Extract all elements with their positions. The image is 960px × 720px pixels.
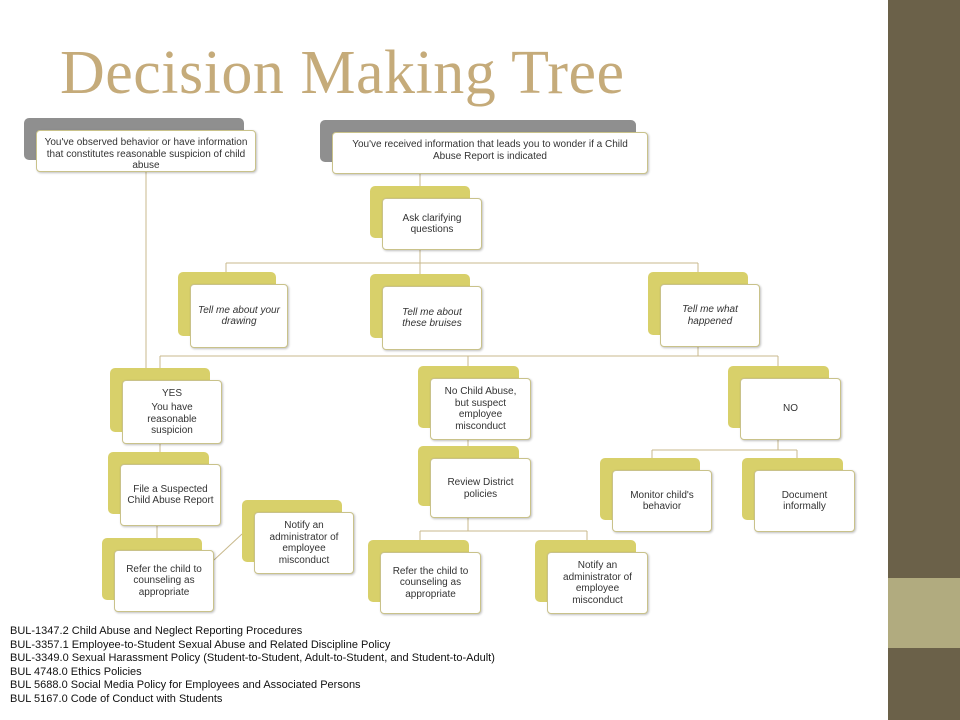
yes-text: You have reasonable suspicion (147, 402, 197, 436)
node-received: You've received information that leads y… (320, 120, 648, 174)
reference-item: BUL-3349.0 Sexual Harassment Policy (Stu… (10, 652, 495, 664)
node-file-report: File a Suspected Child Abuse Report (108, 452, 221, 526)
node-refer-mid: Refer the child to counseling as appropr… (368, 540, 481, 614)
node-ask: Ask clarifying questions (370, 186, 482, 250)
reference-item: BUL-3357.1 Employee-to-Student Sexual Ab… (10, 638, 391, 651)
side-rail-bottom (888, 648, 960, 720)
node-notify-left: Notify an administrator of employee misc… (242, 500, 354, 574)
side-rail-middle (888, 578, 960, 648)
reference-item: BUL 5688.0 Social Media Policy for Emplo… (10, 679, 361, 691)
node-drawing: Tell me about your drawing (178, 272, 288, 348)
reference-item: BUL-1347.2 Child Abuse and Neglect Repor… (10, 625, 303, 637)
node-document: Document informally (742, 458, 855, 532)
node-observed: You've observed behavior or have informa… (24, 118, 256, 172)
node-yes: YES You have reasonable suspicion (110, 368, 222, 444)
reference-item: BUL 5167.0 Code of Conduct with Students (10, 692, 223, 705)
node-review: Review District policies (418, 446, 531, 518)
node-no-abuse: No Child Abuse, but suspect employee mis… (418, 366, 531, 440)
policy-references: BUL-1347.2 Child Abuse and Neglect Repor… (10, 625, 495, 706)
reference-item: BUL 4748.0 Ethics Policies (10, 665, 142, 678)
page-title: Decision Making Tree (60, 39, 625, 107)
side-rail-top (888, 0, 960, 578)
yes-title: YES (161, 387, 182, 399)
node-no: NO (728, 366, 841, 440)
node-monitor: Monitor child's behavior (600, 458, 712, 532)
node-bruises: Tell me about these bruises (370, 274, 482, 350)
node-notify-mid: Notify an administrator of employee misc… (535, 540, 648, 614)
node-refer-left: Refer the child to counseling as appropr… (102, 538, 214, 612)
connector-refer-notify (213, 533, 243, 561)
node-happened: Tell me what happened (648, 272, 760, 347)
